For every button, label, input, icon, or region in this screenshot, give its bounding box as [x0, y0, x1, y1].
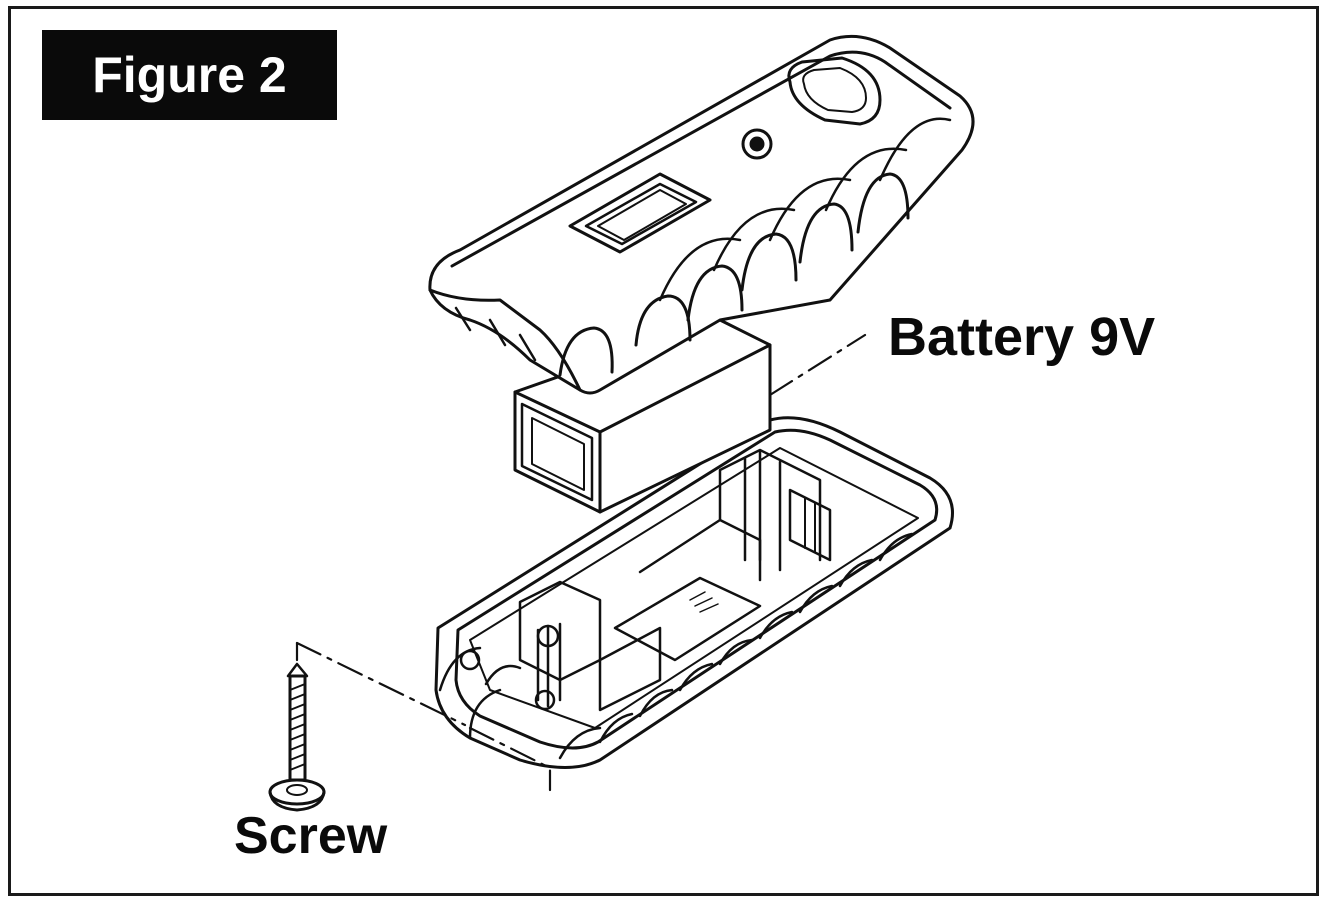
bottom-housing: [434, 416, 954, 769]
leader-lines: [295, 333, 867, 792]
top-cover: [428, 34, 975, 395]
battery-callout: Battery 9V: [888, 307, 1156, 367]
screw: [268, 662, 326, 812]
figure-label: Figure 2: [42, 30, 337, 120]
battery-9v: [513, 318, 772, 514]
screw-callout: Screw: [234, 807, 388, 865]
